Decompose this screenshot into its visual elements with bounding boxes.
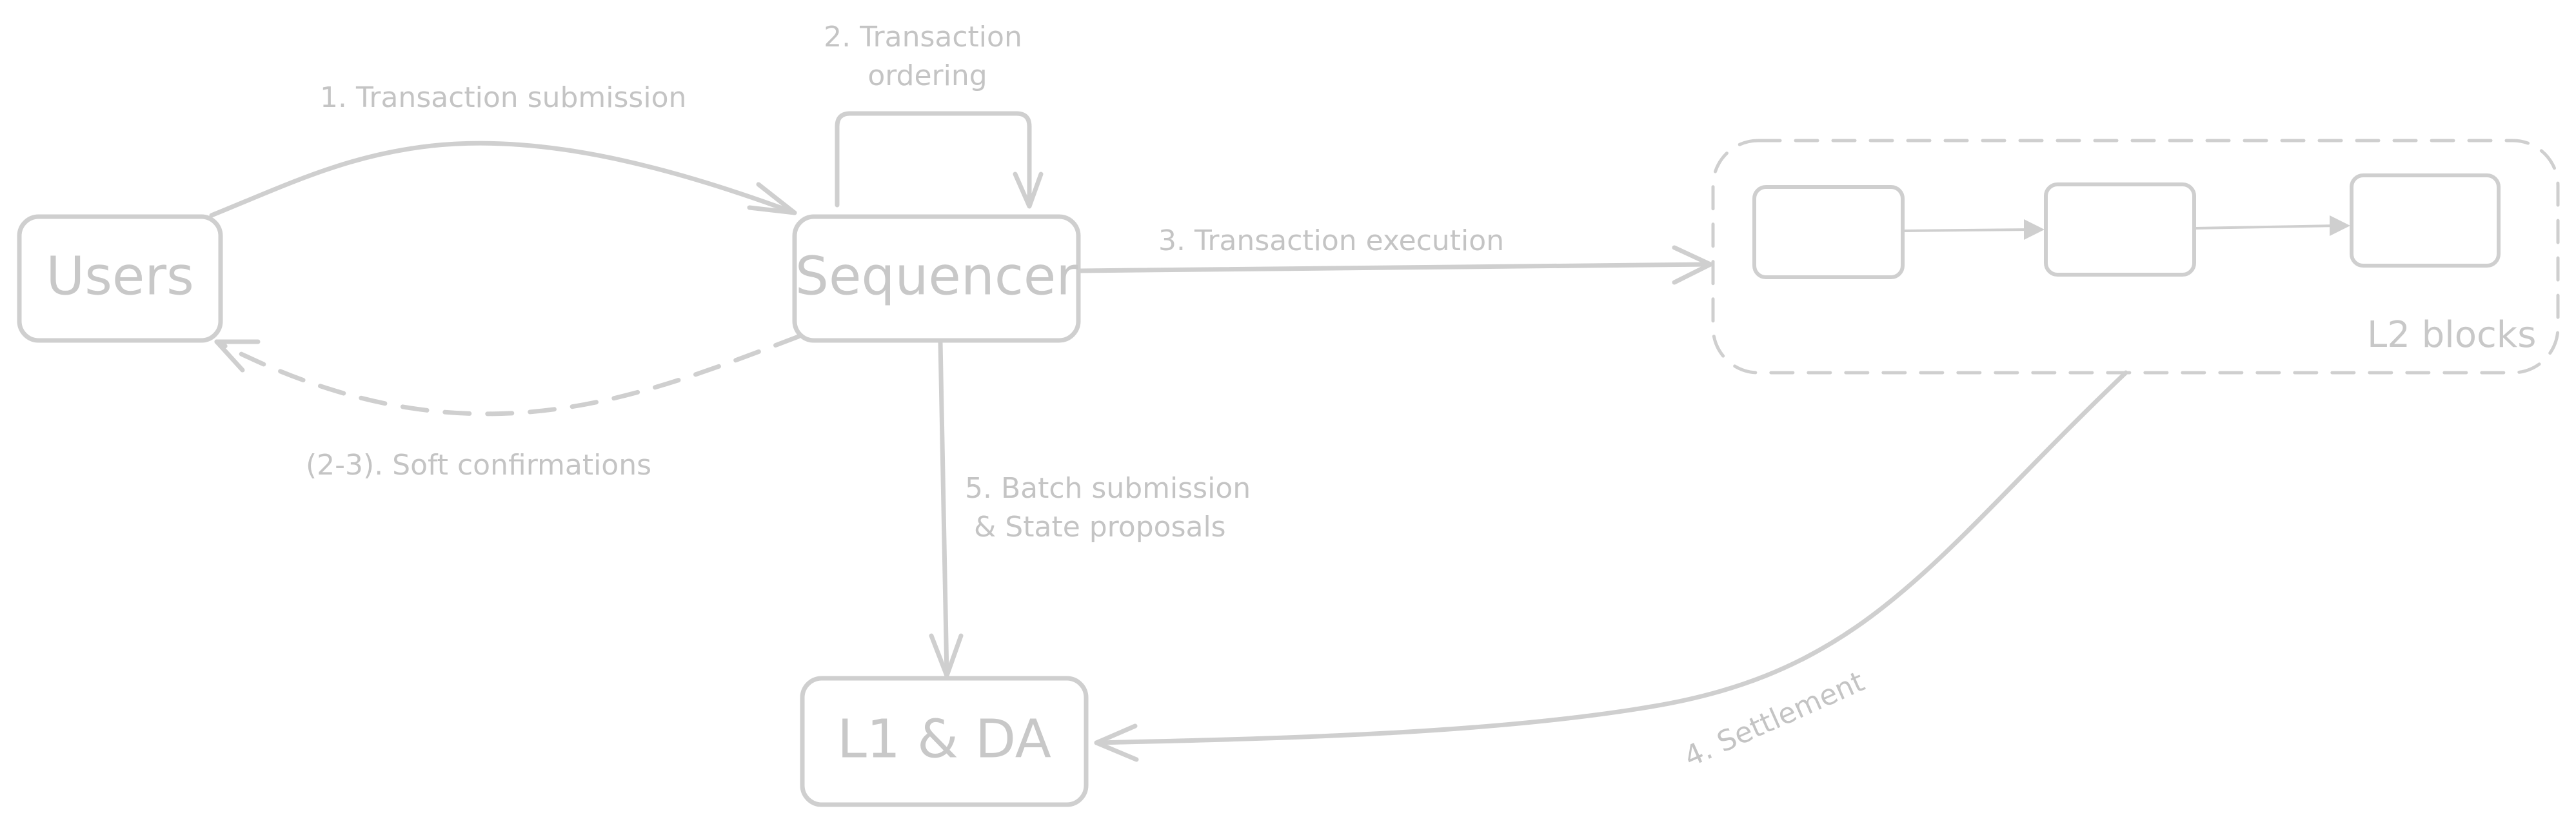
block-link-arrow: [1903, 228, 2033, 232]
batch-label-line: & State proposals: [974, 511, 1226, 544]
execution-label: 3. Transaction execution: [1158, 224, 1504, 257]
settlement-arrow: [1094, 370, 2128, 745]
users-box: [17, 214, 223, 343]
l2-blocks-group: L2 blocks: [1711, 139, 2560, 375]
users-node: Users: [17, 214, 223, 343]
l2-blocks-label: L2 blocks: [2367, 314, 2536, 356]
soft-confirmations-arrow: [214, 334, 801, 417]
soft-confirmations-edge: [214, 334, 801, 417]
execution-edge: [1077, 245, 1713, 285]
batch-label-line: 5. Batch submission: [965, 472, 1251, 505]
block-link-arrowhead: [2024, 219, 2045, 240]
soft-confirmations-arrowhead: [214, 339, 261, 373]
sequencer-box: [792, 214, 1081, 343]
l2-block: [1752, 185, 1905, 279]
l1-da-box: [800, 676, 1089, 807]
soft-confirmations-label: (2-3). Soft confirmations: [306, 449, 651, 482]
submission-edge: [209, 141, 797, 218]
users-label: Users: [46, 246, 194, 307]
block-link-arrow: [2194, 224, 2339, 230]
settlement-arrowhead: [1094, 723, 1139, 762]
sequencer-node: Sequencer: [792, 214, 1081, 343]
execution-arrowhead: [1672, 245, 1713, 285]
settlement-edge: [1094, 370, 2128, 762]
ordering-label-line: 2. Transaction: [824, 21, 1022, 54]
settlement-label: 4. Settlement: [1679, 665, 1870, 774]
submission-label: 1. Transaction submission: [320, 81, 686, 114]
batch-label: 5. Batch submission & State proposals: [965, 472, 1260, 544]
batch-edge: [929, 339, 964, 678]
sequencer-label: Sequencer: [795, 246, 1078, 307]
l1-da-label: L1 & DA: [837, 709, 1051, 770]
l2-block: [2350, 173, 2501, 268]
submission-arrowhead: [747, 182, 797, 215]
ordering-arrowhead: [1013, 172, 1044, 209]
ordering-label-line: ordering: [867, 59, 987, 92]
ordering-label: 2. Transaction ordering: [824, 21, 1031, 92]
ordering-loop: [835, 111, 1032, 208]
block-link-arrowhead: [2330, 215, 2350, 236]
batch-arrow: [938, 339, 949, 678]
execution-arrow: [1077, 262, 1713, 273]
l1-da-node: L1 & DA: [800, 676, 1089, 807]
l2-block: [2044, 182, 2196, 277]
submission-arrow: [209, 141, 797, 218]
batch-arrowhead: [929, 633, 964, 678]
l2-blocks-container: [1711, 139, 2560, 375]
ordering-edge: [835, 111, 1044, 209]
